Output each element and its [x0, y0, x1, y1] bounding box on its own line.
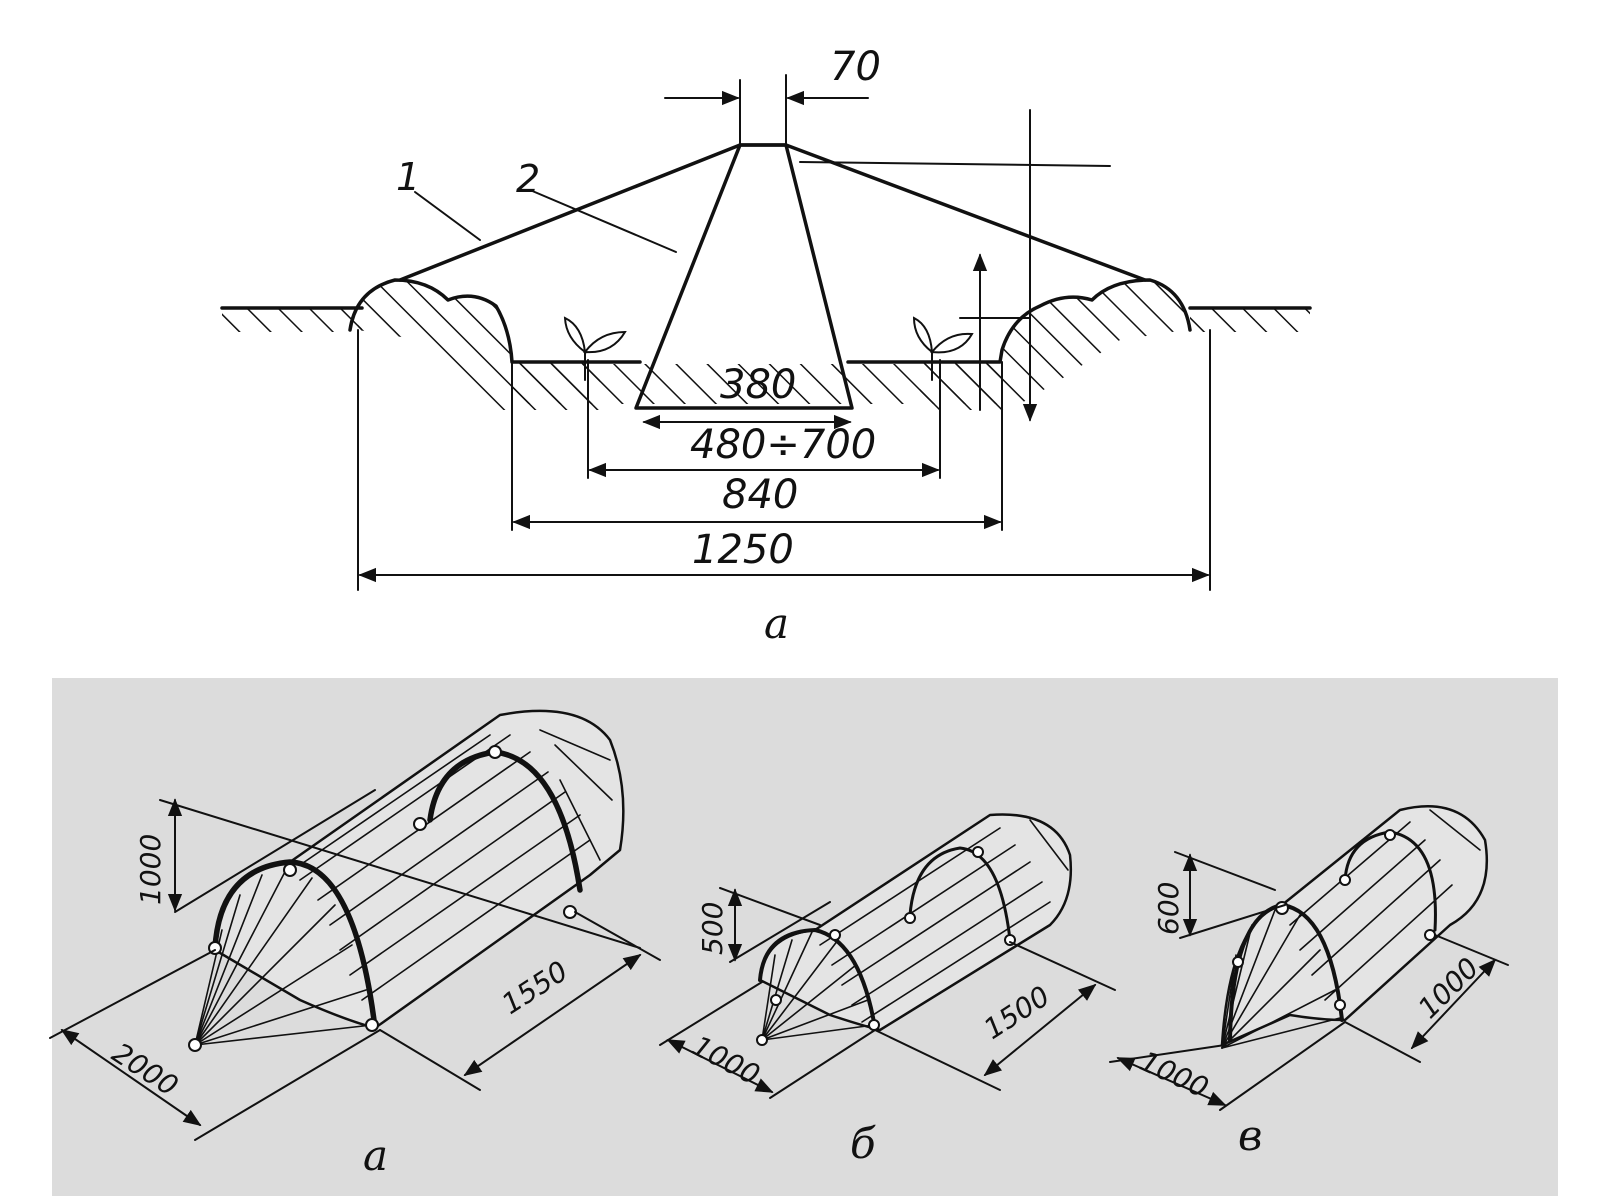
a-height: 1000	[134, 834, 167, 905]
trench-section: 1 2 70 380 480÷700 840 1250 а	[220, 44, 1312, 648]
dim-range: 480÷700	[690, 422, 876, 468]
seedling-right	[912, 316, 974, 381]
caption-b: б	[850, 1119, 876, 1168]
dim-bed: 840	[722, 472, 798, 518]
seedling-left	[563, 316, 627, 381]
caption-v: в	[1238, 1111, 1262, 1160]
tunnel-a: 1000 2000 1550 а	[49, 709, 661, 1180]
dim-top-width: 70	[830, 44, 881, 90]
caption-a: а	[363, 1131, 388, 1180]
top-caption: а	[764, 599, 789, 648]
v-height: 600	[1152, 882, 1185, 935]
ground-hatch-left	[222, 308, 362, 332]
callout-2: 2	[516, 157, 540, 201]
b-height: 500	[696, 902, 729, 955]
dim-overall: 1250	[692, 527, 794, 573]
trench-floor-hatch	[512, 364, 1002, 404]
callout-1: 1	[396, 155, 420, 199]
tunnel-b: 500 1000 1500 б	[659, 813, 1116, 1168]
film-cover	[398, 143, 1147, 282]
dim-inner-base: 380	[720, 362, 796, 408]
ground-hatch-right	[1190, 308, 1310, 332]
